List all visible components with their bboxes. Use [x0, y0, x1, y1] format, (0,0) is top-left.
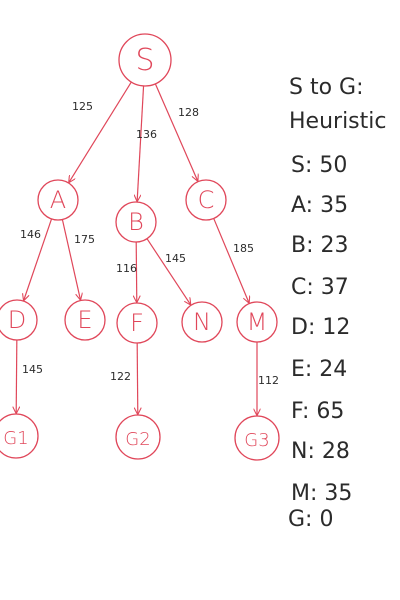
- node-circle: [236, 301, 278, 343]
- heuristic-entry-g: G: 0: [288, 507, 333, 532]
- edge-cost-b-f: 116: [116, 262, 137, 275]
- node-g3: G3: [234, 415, 280, 461]
- edge-cost-m-g3: 112: [258, 374, 279, 387]
- node-circle: [118, 33, 172, 87]
- node-label: E: [77, 306, 92, 334]
- node-circle: [115, 201, 157, 243]
- node-circle: [116, 302, 158, 344]
- heuristic-entry-d: D: 12: [291, 315, 350, 340]
- heuristic-entry-c: C: 37: [291, 275, 349, 300]
- edge-cost-d-g1: 145: [22, 363, 43, 376]
- node-c: C: [185, 179, 227, 221]
- edge-a-e: [61, 219, 80, 300]
- edge-d-g1: [16, 339, 17, 413]
- node-label: M: [247, 308, 268, 336]
- edge-f-g2: [137, 342, 138, 414]
- node-label: B: [128, 208, 144, 236]
- heuristic-entry-f: F: 65: [291, 399, 344, 424]
- node-d: D: [0, 299, 38, 341]
- edge-b-n: [146, 238, 190, 305]
- edge-b-f: [136, 241, 137, 302]
- node-label: G3: [244, 430, 269, 451]
- edge-cost-a-d: 146: [20, 228, 41, 241]
- node-label: G2: [125, 429, 150, 450]
- node-g2: G2: [115, 414, 161, 460]
- heuristic-entry-m: M: 35: [291, 481, 352, 506]
- edge-a-d: [24, 218, 53, 300]
- edge-s-a: [69, 81, 132, 182]
- node-s: S: [118, 33, 172, 87]
- node-circle: [185, 179, 227, 221]
- heuristic-entry-b: B: 23: [291, 233, 349, 258]
- edge-cost-f-g2: 122: [110, 370, 131, 383]
- heuristic-entry-n: N: 28: [291, 439, 350, 464]
- node-label: S: [135, 43, 154, 78]
- edge-cost-s-a: 125: [72, 100, 93, 113]
- node-label: C: [198, 186, 215, 214]
- heuristic-entry-e: E: 24: [291, 357, 347, 382]
- node-f: F: [116, 302, 158, 344]
- node-label: F: [130, 309, 144, 337]
- edge-s-b: [137, 85, 145, 201]
- nodes-layer: S A B C D E F N M G1 G2 G3: [0, 33, 280, 461]
- node-circle: [64, 299, 106, 341]
- node-circle: [0, 413, 39, 459]
- node-label: A: [50, 186, 66, 214]
- edge-s-c: [154, 83, 197, 181]
- node-e: E: [64, 299, 106, 341]
- edges-layer: [16, 81, 257, 415]
- edge-cost-c-m: 185: [233, 242, 254, 255]
- heuristic-entry-s: S: 50: [291, 153, 347, 178]
- node-circle: [234, 415, 280, 461]
- heuristic-title-line1: S to G:: [289, 75, 364, 100]
- heuristic-entry-a: A: 35: [291, 193, 348, 218]
- heuristic-title-line2: Heuristic: [289, 109, 386, 134]
- node-label: D: [8, 306, 26, 334]
- node-circle: [37, 179, 79, 221]
- node-g1: G1: [0, 413, 39, 459]
- node-circle: [115, 414, 161, 460]
- node-label: G1: [3, 428, 28, 449]
- node-a: A: [37, 179, 79, 221]
- edge-cost-s-c: 128: [178, 106, 199, 119]
- node-b: B: [115, 201, 157, 243]
- node-label: N: [193, 308, 211, 336]
- node-n: N: [181, 301, 223, 343]
- edge-cost-a-e: 175: [74, 233, 95, 246]
- node-circle: [0, 299, 38, 341]
- node-m: M: [236, 301, 278, 343]
- edge-labels-layer: 125 136 128 146 175 116 145 185 145 122 112: [20, 100, 279, 387]
- heuristic-panel: S to G: Heuristic S: 50 A: 35 B: 23 C: 3…: [288, 75, 386, 532]
- node-circle: [181, 301, 223, 343]
- edge-cost-b-n: 145: [165, 252, 186, 265]
- edge-cost-s-b: 136: [136, 128, 157, 141]
- edge-c-m: [213, 218, 249, 302]
